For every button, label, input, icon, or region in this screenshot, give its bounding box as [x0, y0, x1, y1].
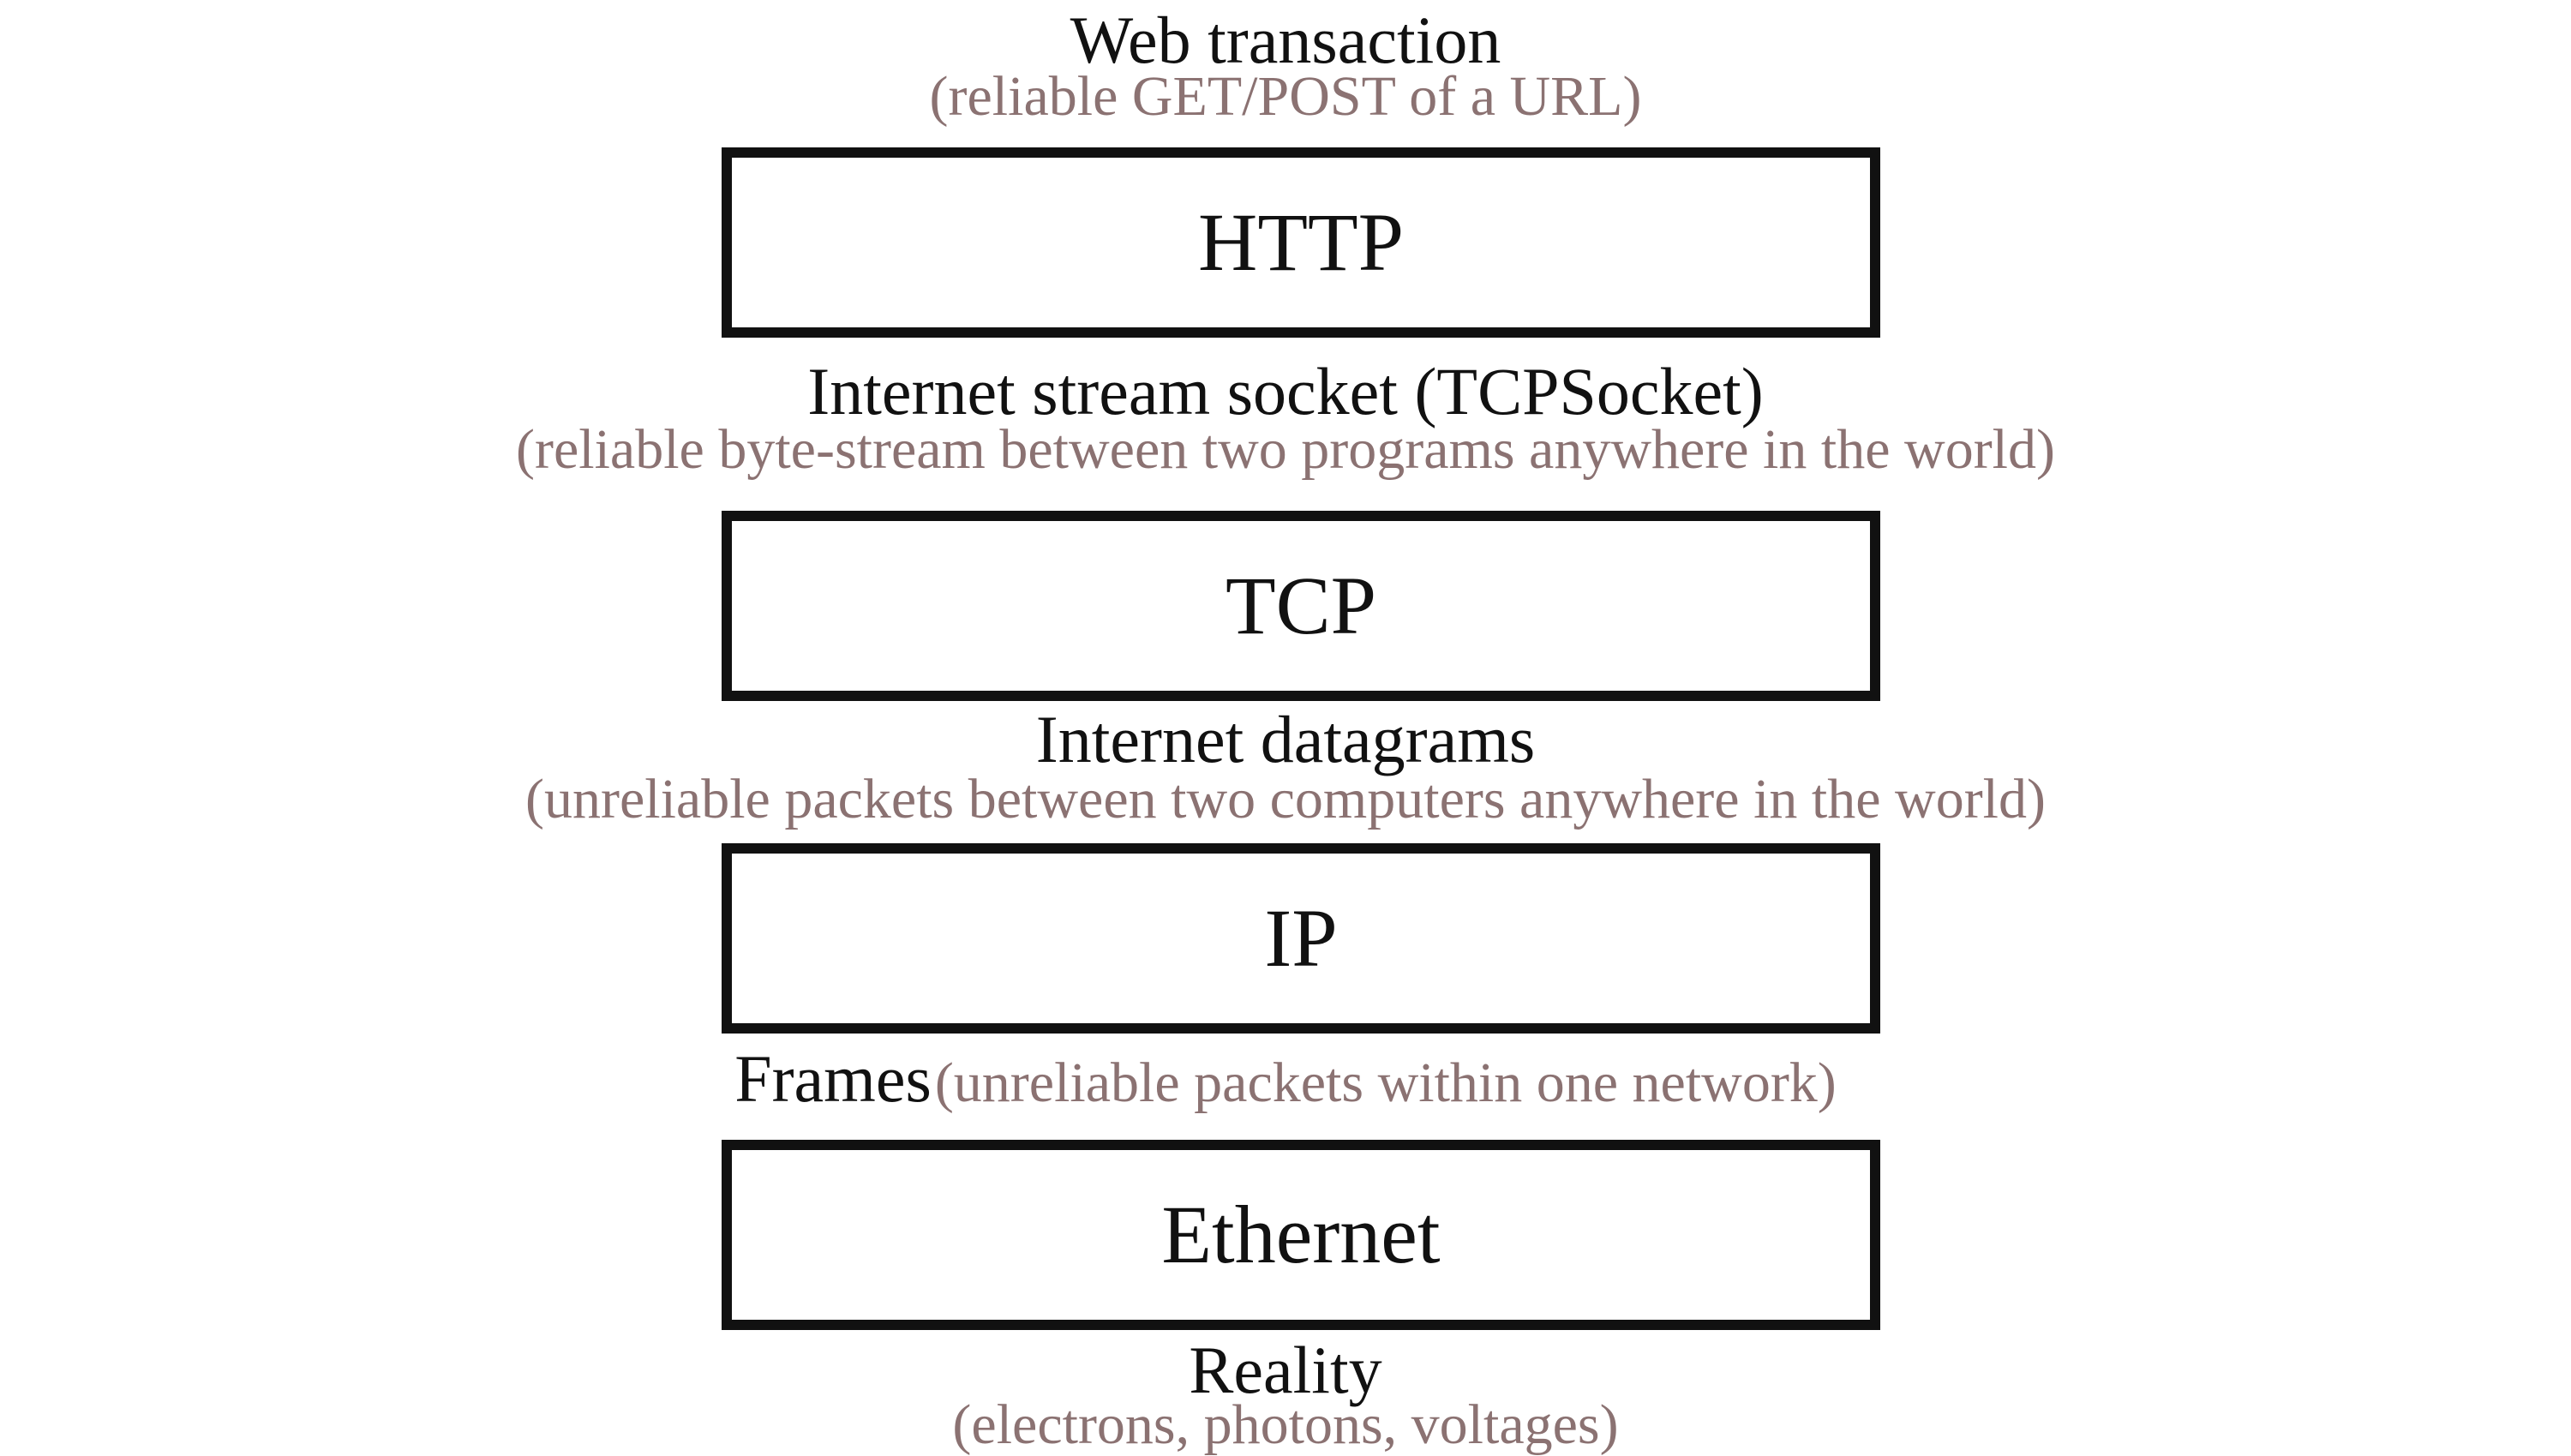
interface-datagrams-title: Internet datagrams: [1035, 702, 1536, 776]
interface-stream-socket-title: Internet stream socket (TCPSocket): [807, 354, 1764, 428]
interface-stream-socket-description: (reliable byte-stream between two progra…: [516, 418, 2055, 481]
layer-label-tcp: TCP: [1225, 560, 1377, 651]
layer-label-ethernet: Ethernet: [1161, 1189, 1441, 1280]
interface-web-transaction-description: (reliable GET/POST of a URL): [929, 65, 1642, 128]
interface-frames-line: Frames (unreliable packets within one ne…: [0, 1046, 2571, 1112]
layer-box-ip: IP: [722, 843, 1880, 1034]
interface-reality-title: Reality: [1189, 1333, 1382, 1407]
interface-web-transaction-title: Web transaction: [1070, 3, 1501, 77]
layer-box-ethernet: Ethernet: [722, 1140, 1880, 1330]
layer-label-http: HTTP: [1198, 196, 1404, 288]
interface-reality-description: (electrons, photons, voltages): [952, 1393, 1619, 1456]
interface-datagrams-description: (unreliable packets between two computer…: [524, 768, 2046, 830]
interface-frames-description: (unreliable packets within one network): [934, 1052, 1837, 1114]
layer-box-http: HTTP: [722, 147, 1880, 338]
interface-frames-title: Frames: [734, 1041, 932, 1116]
layer-label-ip: IP: [1264, 892, 1338, 984]
layer-box-tcp: TCP: [722, 511, 1880, 701]
